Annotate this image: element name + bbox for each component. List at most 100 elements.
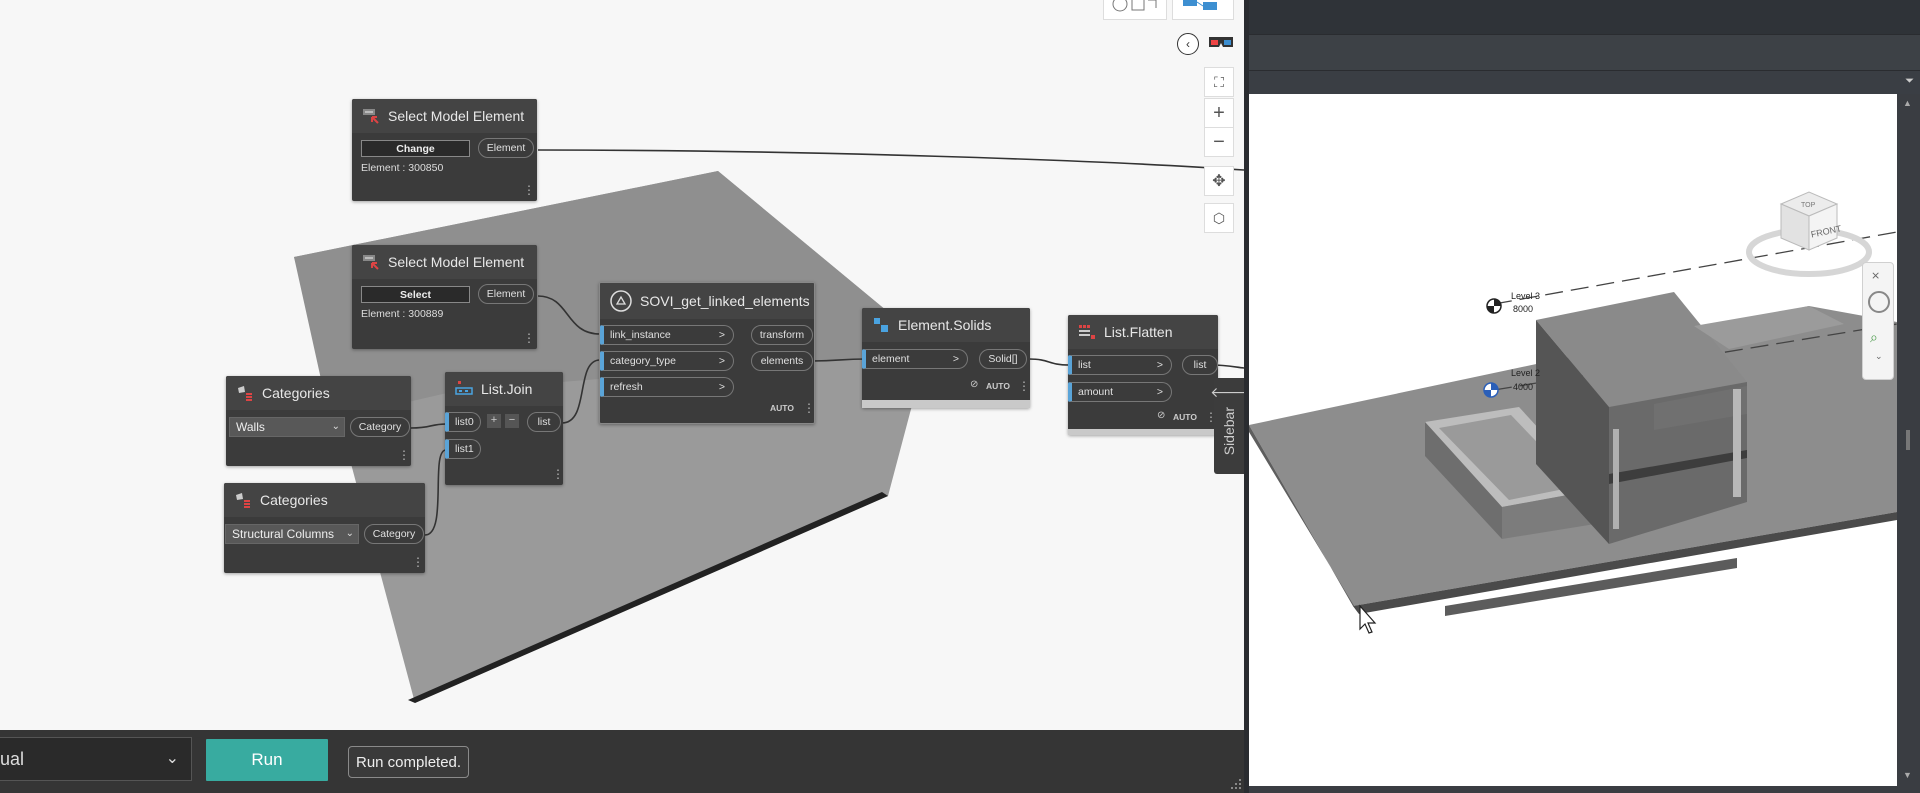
run-mode-dropdown[interactable]: ual⌄ [0,737,192,781]
revit-view-tabs: ⏷ [1249,70,1920,94]
collapse-arrow-icon[interactable]: ‹ [1177,33,1199,55]
level-3-name: Level 3 [1511,291,1540,301]
lacing-label: AUTO [1173,412,1197,422]
lacing-label: AUTO [986,381,1010,391]
node-menu-icon[interactable]: ⋮ [1018,379,1030,393]
chevron-down-icon[interactable]: ⏷ [1905,75,1914,87]
3d-glasses-icon[interactable] [1207,33,1235,53]
revit-title-bar [1249,0,1920,34]
scroll-down-icon[interactable]: ▼ [1903,770,1912,780]
viewcube-top-label: TOP [1801,202,1816,209]
chevron-down-icon[interactable]: ⌄ [1875,351,1883,361]
node-menu-icon[interactable]: ⋮ [398,448,410,462]
window-splitter[interactable] [1244,0,1249,793]
zoom-out-icon[interactable]: − [1204,127,1234,157]
category-type-input-port[interactable]: category_type> [600,351,734,371]
geometry-view-toggle[interactable] [1103,0,1167,20]
categories-icon [238,386,252,401]
list-join-node[interactable]: List.Join list0 list1 + − list ⋮ [445,372,564,485]
element-solids-icon [874,318,888,332]
link-instance-input-port[interactable]: link_instance> [600,325,734,345]
category-dropdown[interactable]: Structural Columns⌄ [225,524,359,544]
select-button[interactable]: Select [361,286,470,303]
amount-input-port[interactable]: amount> [1068,382,1172,402]
add-input-button[interactable]: + [487,414,501,428]
preview-off-icon[interactable]: ⊘ [1157,410,1166,421]
horizontal-scrollbar[interactable] [1249,786,1920,793]
wire-select1-out [537,149,1244,171]
node-menu-icon[interactable]: ⋮ [803,401,815,415]
select-model-element-node-2[interactable]: Select Model Element Select Element Elem… [352,245,537,349]
sovi-custom-node-icon [610,290,632,312]
fit-view-icon[interactable]: ⛶ [1204,67,1234,97]
resize-grip-icon[interactable] [1230,778,1242,790]
node-title: List.Flatten [1104,324,1173,340]
node-menu-icon[interactable]: ⋮ [523,183,535,197]
element-id-value: Element : 300850 [361,162,444,174]
element-output-port[interactable]: Element [478,138,534,158]
sovi-get-linked-elements-node[interactable]: SOVI_get_linked_elements link_instance> … [599,282,815,424]
navigation-bar[interactable]: ⨯ ⌕ ⌄ [1862,262,1894,380]
graph-view-toggle[interactable] [1172,0,1234,20]
list-output-port[interactable]: list [1182,355,1218,375]
scroll-up-icon[interactable]: ▲ [1903,98,1912,108]
list1-input-port[interactable]: list1 [445,439,481,459]
steering-wheel-icon[interactable] [1868,291,1890,313]
scroll-thumb[interactable] [1906,430,1910,450]
3d-orbit-icon[interactable]: ⬡ [1204,203,1234,233]
element-output-port[interactable]: Element [478,284,534,304]
node-menu-icon[interactable]: ⋮ [412,555,424,569]
view-cube[interactable]: TOP FRONT [1739,144,1879,284]
sidebar-tab[interactable]: 🡐 Sidebar [1210,378,1244,474]
select-model-element-node-1[interactable]: Select Model Element Change Element Elem… [352,99,537,201]
3d-geometry-icon [1112,0,1157,12]
transform-output-port[interactable]: transform [751,325,813,345]
refresh-input-port[interactable]: refresh> [600,377,734,397]
category-output-port[interactable]: Category [350,417,410,437]
categories-node-walls[interactable]: Categories Walls⌄ Category ⋮ [226,376,411,466]
wire-solids-to-flatten [1028,358,1070,366]
node-footer-bar [1068,429,1218,435]
chevron-down-icon: ⌄ [331,421,340,432]
solid-array-output-port[interactable]: Solid[] [979,349,1027,369]
close-icon[interactable]: ⨯ [1871,270,1881,282]
wire-join-to-sovi [561,359,601,424]
node-title: Categories [260,492,328,508]
zoom-in-icon[interactable]: + [1204,98,1234,128]
collapse-arrow-icon: 🡐 [1210,384,1244,400]
list-flatten-icon [1079,325,1095,339]
node-title: Select Model Element [388,254,525,270]
pan-icon[interactable]: ✥ [1204,166,1234,196]
zoom-region-icon[interactable]: ⌕ [1870,329,1878,345]
node-title: Element.Solids [898,317,992,333]
select-model-element-icon [363,109,379,124]
vertical-scrollbar[interactable]: ▲ ▼ [1897,94,1920,786]
category-output-port[interactable]: Category [364,524,424,544]
node-menu-icon[interactable]: ⋮ [552,467,564,481]
revit-3d-viewport[interactable]: Level 3 8000 Level 2 4000 TOP FRONT [1249,94,1898,786]
node-menu-icon[interactable]: ⋮ [1205,410,1217,424]
list-output-port[interactable]: list [527,412,561,432]
sidebar-label: Sidebar [1221,407,1237,456]
lacing-label: AUTO [770,403,794,413]
remove-input-button[interactable]: − [505,414,519,428]
node-title: SOVI_get_linked_elements [640,293,810,309]
list-flatten-node[interactable]: List.Flatten list> amount> list ⊘ AUTO ⋮ [1068,315,1218,435]
wire-cat1-to-join [410,423,447,429]
run-status-message: Run completed. [348,746,470,778]
graph-canvas[interactable]: Select Model Element Change Element Elem… [0,0,1244,730]
category-dropdown[interactable]: Walls⌄ [229,417,345,437]
element-solids-node[interactable]: Element.Solids element> Solid[] ⊘ AUTO ⋮ [862,308,1030,408]
categories-node-structural-columns[interactable]: Categories Structural Columns⌄ Category … [224,483,425,573]
list-input-port[interactable]: list> [1068,355,1172,375]
run-button[interactable]: Run [206,739,328,781]
element-input-port[interactable]: element> [862,349,968,369]
elements-output-port[interactable]: elements [751,351,813,371]
preview-off-icon[interactable]: ⊘ [970,379,979,390]
change-button[interactable]: Change [361,140,470,157]
chevron-down-icon: ⌄ [345,528,354,539]
wire-select2-to-sovi [537,295,601,335]
list0-input-port[interactable]: list0 [445,412,481,432]
node-title: List.Join [481,381,533,397]
node-menu-icon[interactable]: ⋮ [523,331,535,345]
